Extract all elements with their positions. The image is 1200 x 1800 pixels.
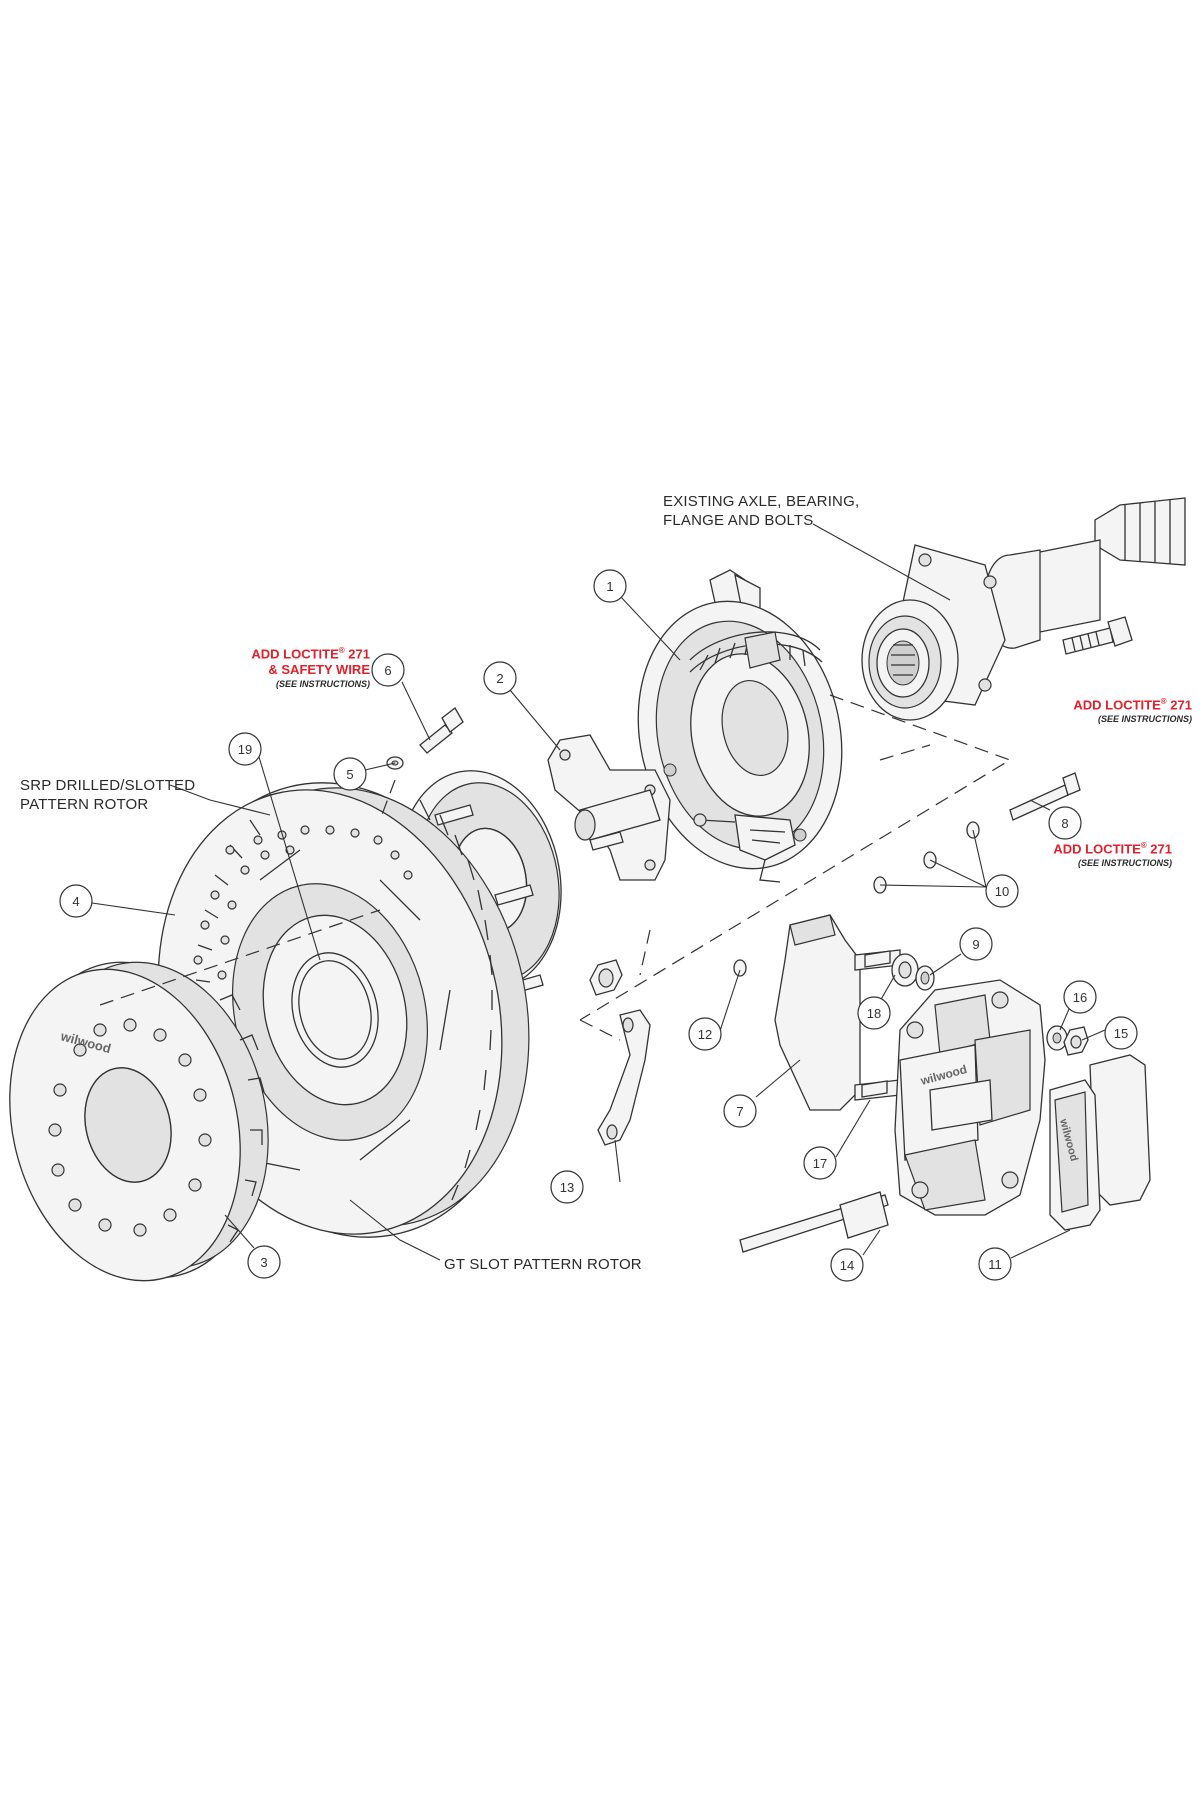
caliper-bolts xyxy=(861,950,891,1098)
loctite-warning-axle-line1: ADD LOCTITE® 271 xyxy=(1073,697,1192,713)
rotor-vents xyxy=(195,799,493,1201)
axle-bolt xyxy=(1062,616,1133,655)
svg-text:18: 18 xyxy=(867,1006,881,1021)
drum-hat xyxy=(9,961,269,1282)
callout-7: 7 xyxy=(723,1094,757,1128)
svg-text:7: 7 xyxy=(736,1104,743,1119)
svg-text:2: 2 xyxy=(496,671,503,686)
svg-text:3: 3 xyxy=(260,1255,267,1270)
rotor-drill-holes xyxy=(193,825,413,1000)
brake-pads xyxy=(1049,1054,1151,1231)
svg-text:6: 6 xyxy=(384,663,391,678)
svg-text:11: 11 xyxy=(988,1257,1002,1272)
caliper xyxy=(894,979,1046,1216)
callout-11: 11 xyxy=(978,1247,1012,1281)
callout-6: 6 xyxy=(371,653,405,687)
loctite-warning-8-note: (SEE INSTRUCTIONS) xyxy=(1077,858,1172,869)
gt-slot-label: GT SLOT PATTERN ROTOR xyxy=(444,1255,642,1274)
svg-text:9: 9 xyxy=(972,937,979,952)
svg-text:12: 12 xyxy=(698,1027,712,1042)
svg-text:13: 13 xyxy=(560,1180,574,1195)
existing-axle-line2: FLANGE AND BOLTS xyxy=(663,512,814,529)
spacer xyxy=(891,953,935,991)
existing-axle-line1: EXISTING AXLE, BEARING, xyxy=(663,493,860,510)
loctite-warning-axle-note: (SEE INSTRUCTIONS) xyxy=(1097,714,1192,725)
svg-text:1: 1 xyxy=(606,579,613,594)
existing-axle-assembly xyxy=(861,497,1186,721)
srp-rotor-label: SRP DRILLED/SLOTTED PATTERN ROTOR xyxy=(20,776,195,814)
drum-holes xyxy=(48,1018,212,1237)
callout-19: 19 xyxy=(228,732,262,766)
callout-4: 4 xyxy=(59,884,93,918)
callout-2: 2 xyxy=(483,661,517,695)
callout-18: 18 xyxy=(857,996,891,1030)
loctite-warning-6: ADD LOCTITE® 271 & SAFETY WIRE (SEE INST… xyxy=(245,643,370,690)
long-bolt-8 xyxy=(1009,772,1081,821)
svg-text:14: 14 xyxy=(840,1258,854,1273)
srp-line1: SRP DRILLED/SLOTTED xyxy=(20,777,196,794)
leader-lines xyxy=(91,523,1106,1261)
callout-15: 15 xyxy=(1104,1016,1138,1050)
svg-text:16: 16 xyxy=(1073,990,1087,1005)
bracket xyxy=(547,734,671,881)
callout-9: 9 xyxy=(959,927,993,961)
loctite-warning-6-note: (SEE INSTRUCTIONS) xyxy=(275,679,370,690)
callout-14: 14 xyxy=(830,1248,864,1282)
callout-8: 8 xyxy=(1048,806,1082,840)
bolt-6 xyxy=(419,707,464,754)
svg-text:10: 10 xyxy=(995,884,1009,899)
callout-10: 10 xyxy=(985,874,1019,908)
loctite-warning-8-line1: ADD LOCTITE® 271 xyxy=(1053,841,1172,857)
assembly-centerlines xyxy=(99,694,1012,1041)
callout-5: 5 xyxy=(333,757,367,791)
callout-13: 13 xyxy=(550,1170,584,1204)
existing-axle-label: EXISTING AXLE, BEARING, FLANGE AND BOLTS xyxy=(663,492,859,530)
svg-text:4: 4 xyxy=(72,894,79,909)
callout-17: 17 xyxy=(803,1146,837,1180)
callout-16: 16 xyxy=(1063,980,1097,1014)
svg-text:5: 5 xyxy=(346,767,353,782)
loctite-warning-6-line1: ADD LOCTITE® 271 xyxy=(251,646,370,662)
svg-text:8: 8 xyxy=(1061,816,1068,831)
callout-3: 3 xyxy=(247,1245,281,1279)
parking-brake-assembly xyxy=(637,569,843,883)
loctite-warning-6-line2: & SAFETY WIRE xyxy=(268,662,370,678)
loctite-warning-axle: ADD LOCTITE® 271 (SEE INSTRUCTIONS) xyxy=(1052,694,1192,725)
callout-1: 1 xyxy=(593,569,627,603)
lug-nut xyxy=(589,959,623,996)
svg-text:17: 17 xyxy=(813,1156,827,1171)
srp-line2: PATTERN ROTOR xyxy=(20,796,149,813)
nut-15-16 xyxy=(1046,1025,1089,1056)
caliper-pin xyxy=(739,1191,889,1253)
svg-text:19: 19 xyxy=(238,742,252,757)
loctite-warning-8: ADD LOCTITE® 271 (SEE INSTRUCTIONS) xyxy=(1032,838,1172,869)
gt-slot-text: GT SLOT PATTERN ROTOR xyxy=(444,1256,642,1273)
callout-12: 12 xyxy=(688,1017,722,1051)
part-callouts: 1 2 3 4 5 6 7 8 9 10 11 12 13 14 15 16 1… xyxy=(59,569,1138,1282)
link-bracket xyxy=(597,1009,651,1146)
svg-text:15: 15 xyxy=(1114,1026,1128,1041)
